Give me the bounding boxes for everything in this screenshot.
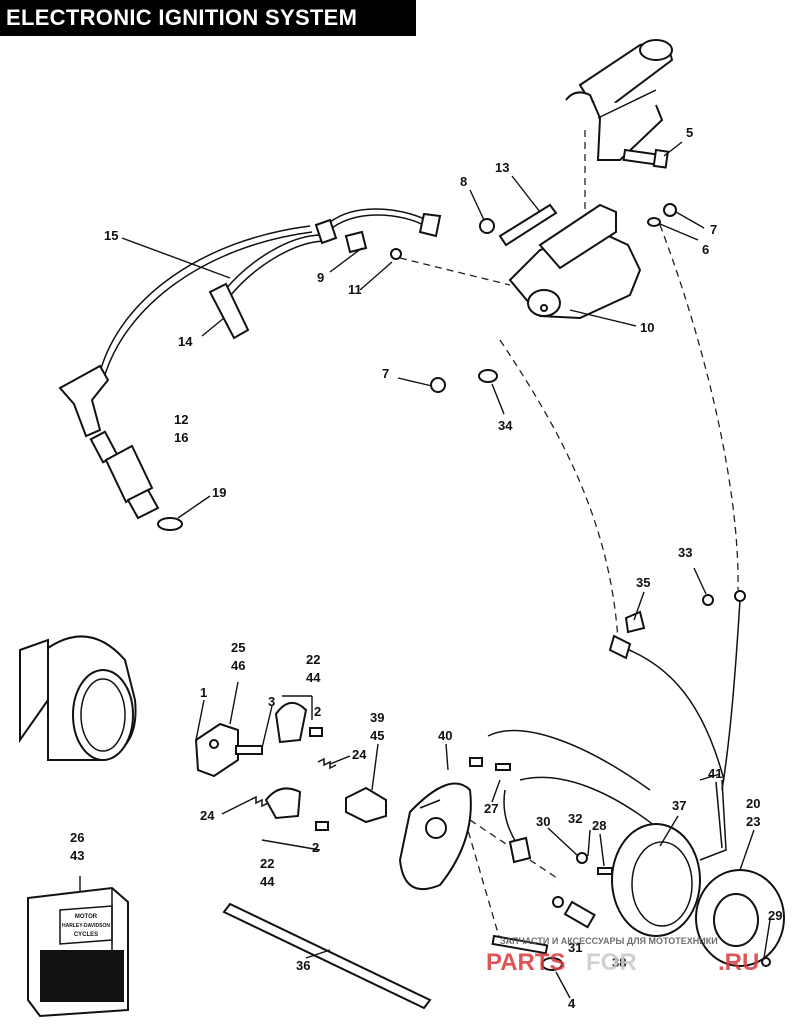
callout-2b: 2	[312, 840, 319, 855]
callout-24b: 24	[200, 808, 215, 823]
callout-5: 5	[686, 125, 693, 140]
spark-plug	[89, 430, 183, 531]
callout-27: 27	[484, 801, 498, 816]
bolt-5	[622, 148, 670, 169]
callout-44: 44	[306, 670, 321, 685]
callout-37: 37	[672, 798, 686, 813]
callout-30: 30	[536, 814, 550, 829]
callout-32: 32	[568, 811, 582, 826]
callout-45: 45	[370, 728, 384, 743]
callout-39: 39	[370, 710, 384, 725]
page-title: ELECTRONIC IGNITION SYSTEM	[0, 0, 416, 36]
callout-16: 16	[174, 430, 188, 445]
callout-3: 3	[268, 694, 275, 709]
callout-25: 25	[231, 640, 245, 655]
watermark-brand-a: PARTS	[486, 949, 566, 976]
callout-7b: 7	[382, 366, 389, 381]
watermark-brand-c: .RU	[718, 949, 759, 976]
callout-9: 9	[317, 270, 324, 285]
leader-lines	[79, 141, 771, 999]
sensor-plate	[398, 782, 472, 890]
callout-12: 12	[174, 412, 188, 427]
small-hardware	[390, 203, 677, 393]
ignition-coil	[508, 203, 642, 320]
watermark: ЗАПЧАСТИ И АКСЕССУАРЫ ДЛЯ МОТОТЕХНИКИ PA…	[486, 936, 759, 976]
callout-38: 38	[612, 955, 626, 970]
callout-2: 2	[314, 704, 321, 719]
timer-base-20	[695, 869, 785, 967]
callout-40: 40	[438, 728, 452, 743]
callout-20: 20	[746, 796, 760, 811]
callout-8: 8	[460, 174, 467, 189]
svg-text:HARLEY-DAVIDSON: HARLEY-DAVIDSON	[62, 923, 110, 929]
svg-text:MOTOR: MOTOR	[75, 914, 98, 920]
ignition-module	[611, 823, 701, 937]
callout-15: 15	[104, 228, 118, 243]
watermark-brand-b: FOR	[586, 949, 637, 976]
box-label: MOTOR HARLEY-DAVIDSON CYCLES	[62, 914, 110, 938]
callout-22b: 22	[260, 856, 274, 871]
advance-assembly	[194, 702, 337, 831]
callout-41: 41	[708, 766, 722, 781]
coil-strap-13	[498, 203, 558, 247]
callout-23: 23	[746, 814, 760, 829]
timer-cover-ring	[19, 635, 137, 761]
callout-10: 10	[640, 320, 654, 335]
callout-35: 35	[636, 575, 650, 590]
callout-26: 26	[70, 830, 84, 845]
callout-44b: 44	[260, 874, 275, 889]
hardware-lower	[469, 757, 613, 971]
callout-24: 24	[352, 747, 367, 762]
spark-plug-cables	[58, 208, 442, 438]
callout-33: 33	[678, 545, 692, 560]
watermark-caption: ЗАПЧАСТИ И АКСЕССУАРЫ ДЛЯ МОТОТЕХНИКИ	[500, 936, 718, 946]
parts-box	[27, 886, 129, 1018]
callout-36: 36	[296, 958, 310, 973]
cable-strap-36	[222, 902, 432, 1010]
callout-7: 7	[710, 222, 717, 237]
callout-13: 13	[495, 160, 509, 175]
callout-43: 43	[70, 848, 84, 863]
callout-19: 19	[212, 485, 226, 500]
callout-6: 6	[702, 242, 709, 257]
callout-29: 29	[768, 908, 782, 923]
callout-31: 31	[568, 940, 582, 955]
svg-text:CYCLES: CYCLES	[74, 932, 98, 938]
callout-4: 4	[568, 996, 576, 1011]
callout-28: 28	[592, 818, 606, 833]
wiring-harness	[487, 590, 746, 864]
callout-34: 34	[498, 418, 513, 433]
connector-39	[345, 786, 387, 824]
callout-46: 46	[231, 658, 245, 673]
mounting-clamp	[565, 39, 674, 161]
callout-11: 11	[348, 282, 362, 297]
callout-22: 22	[306, 652, 320, 667]
callout-1: 1	[200, 685, 207, 700]
callout-numbers: 5 13 8 7 6 15 9 11 10 14 7 34 12 16 19 3…	[70, 125, 782, 1011]
callout-14: 14	[178, 334, 193, 349]
